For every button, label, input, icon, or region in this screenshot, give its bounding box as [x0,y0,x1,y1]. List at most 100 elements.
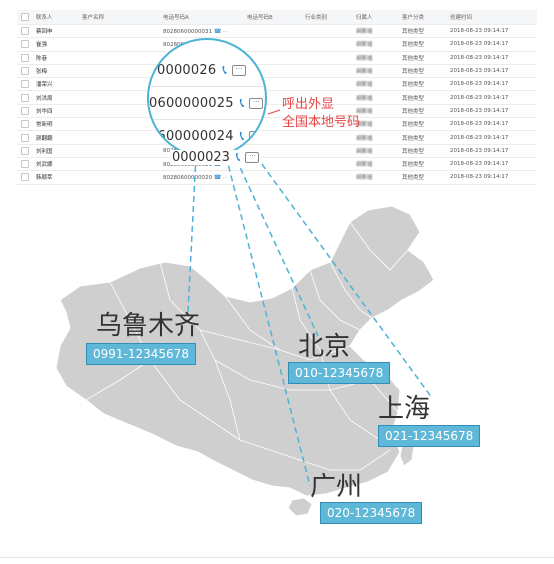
col-header-company[interactable]: 客户名称 [79,10,160,25]
owner-text: 胡斯瑶 [356,95,373,102]
company-cell [79,157,160,172]
city-phone-shanghai: 021-12345678 [378,425,481,447]
row-select-cell[interactable] [17,64,33,79]
company-cell [79,24,160,39]
created-text: 2018-08-23 09:14:17 [450,41,509,48]
more-icon[interactable]: ··· [232,64,247,76]
callout-text: 呼出外显 全国本地号码 [282,96,360,132]
phone-icon[interactable]: ☎ [212,27,222,35]
category-text: 其他类型 [402,82,425,89]
owner-text: 胡斯瑶 [356,122,373,129]
row-select-cell[interactable] [17,144,33,158]
row-checkbox[interactable] [21,133,29,142]
category-text: 其他类型 [402,122,425,129]
industry-cell [302,104,353,119]
row-checkbox[interactable] [21,67,29,76]
row-select-cell[interactable] [17,170,33,185]
row-checkbox[interactable] [21,106,29,115]
phone-icon[interactable]: 📞︎ [239,128,245,144]
row-checkbox[interactable] [21,146,29,155]
more-icon[interactable]: ··· [245,152,260,163]
row-select-cell[interactable] [17,117,33,132]
industry-cell [302,37,353,52]
col-header-phone-b[interactable]: 电话号码B [244,10,302,25]
contact-cell: 刘华四 [33,104,79,119]
row-checkbox[interactable] [21,160,29,169]
row-select-cell[interactable] [17,77,33,92]
category-cell: 其他类型 [399,77,447,92]
row-select-cell[interactable] [17,157,33,172]
callout-line-1: 呼出外显 [282,97,335,112]
category-text: 其他类型 [402,108,425,115]
connector-guangzhou [225,155,311,487]
col-header-owner[interactable]: 归属人 [353,10,399,25]
more-icon[interactable]: ⋯ [221,28,228,35]
phone-b-cell [244,24,302,39]
row-checkbox[interactable] [21,120,29,129]
company-cell [79,37,160,52]
city-phone-guangzhou: 020-12345678 [320,502,423,524]
more-icon[interactable]: ⋯ [221,174,228,181]
category-cell: 其他类型 [399,90,447,105]
more-icon[interactable]: ··· [249,97,264,109]
row-select-cell[interactable] [17,104,33,119]
phone-icon[interactable]: ☎ [212,173,222,181]
col-header-category[interactable]: 客户分类 [399,10,447,25]
col-header-phone-a[interactable]: 电话号码A [160,10,244,25]
col-header-created[interactable]: 创建时间 [447,10,537,25]
phone-icon[interactable]: 📞︎ [239,95,245,111]
created-cell: 2018-08-23 09:14:17 [447,170,537,185]
col-header-industry[interactable]: 行业类别 [302,10,353,25]
created-text: 2018-08-23 09:14:17 [450,174,509,181]
row-select-cell[interactable] [17,24,33,39]
owner-cell: 胡斯瑶 [353,24,399,39]
row-checkbox[interactable] [21,27,29,36]
created-text: 2018-08-23 09:14:17 [450,134,509,141]
industry-cell [302,117,353,132]
contact-text: 韩顺莘 [36,175,53,182]
industry-cell [302,130,353,145]
mag-row-4: 0000023 📞︎ ··· [170,150,262,165]
created-cell: 2018-08-23 09:14:17 [447,104,537,119]
select-all-cell[interactable] [17,10,33,25]
row-select-cell[interactable] [17,90,33,105]
category-cell: 其他类型 [399,64,447,79]
row-checkbox[interactable] [21,40,29,49]
row-checkbox[interactable] [21,93,29,102]
row-select-cell[interactable] [17,51,33,65]
bottom-divider [0,557,554,558]
more-icon[interactable]: ··· [249,130,264,142]
col-header-contact[interactable]: 联系人 [33,10,79,25]
owner-cell: 胡斯瑶 [353,51,399,65]
row-checkbox[interactable] [21,173,29,182]
phone-a-text: 80280600000020 [163,174,212,181]
owner-text: 胡斯瑶 [356,69,373,76]
owner-text: 胡斯瑶 [356,82,373,89]
row-select-cell[interactable] [17,130,33,145]
row-select-cell[interactable] [17,37,33,52]
created-text: 2018-08-23 09:14:17 [450,54,509,61]
phone-icon[interactable]: 📞︎ [235,150,241,165]
hainan-island-shape [287,497,313,517]
mag-row-3: 0600000024 📞︎ ··· [149,120,265,152]
category-cell: 其他类型 [399,170,447,185]
row-checkbox[interactable] [21,53,29,62]
phone-b-cell [244,37,302,52]
row-checkbox[interactable] [21,80,29,89]
created-text: 2018-08-23 09:14:17 [450,28,509,35]
owner-cell: 胡斯瑶 [353,157,399,172]
phone-icon[interactable]: 📞︎ [222,62,228,78]
select-all-checkbox[interactable] [21,13,29,21]
